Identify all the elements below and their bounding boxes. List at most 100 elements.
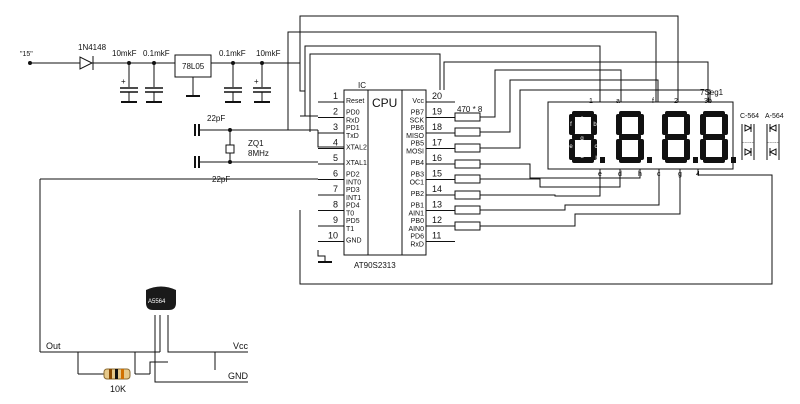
junction-dot xyxy=(228,160,232,164)
segment-letter: e xyxy=(569,144,573,150)
segment xyxy=(619,111,641,117)
resistor xyxy=(454,159,481,169)
pin-label: AIN1 xyxy=(408,211,424,218)
segment xyxy=(703,111,725,117)
led-symbol xyxy=(768,148,777,156)
diode-body xyxy=(79,56,94,70)
seg-wire xyxy=(480,163,641,179)
display-pin-label: 1 xyxy=(589,98,593,105)
xtal2-wire xyxy=(317,130,344,148)
pin-label: PB7 xyxy=(411,110,424,117)
digit1-wire xyxy=(304,45,601,116)
mcu-ref: IC xyxy=(358,81,366,90)
cap-label: 22pF xyxy=(212,175,230,184)
sensor-ref: A5564 xyxy=(148,299,166,305)
digit-0 xyxy=(569,111,605,163)
pd1-wire xyxy=(309,53,441,132)
variant-label: C-564 xyxy=(740,113,759,120)
pin-number: 7 xyxy=(333,184,338,194)
display-pin-label: a xyxy=(616,98,620,105)
segment xyxy=(722,114,728,135)
decimal-point xyxy=(647,157,652,163)
display-pin-label: 3 xyxy=(704,98,708,105)
resistor-band xyxy=(121,369,124,379)
display-pin-label: g xyxy=(678,171,682,178)
pin-label: Reset xyxy=(346,98,364,105)
pin-number: 20 xyxy=(432,91,442,101)
display-pin-label: d xyxy=(618,171,622,178)
vcc-to-ic xyxy=(299,63,305,92)
segment xyxy=(665,157,687,163)
segment-letter: a xyxy=(580,116,584,122)
pin-number: 16 xyxy=(432,153,442,163)
segment xyxy=(569,114,575,135)
segment xyxy=(703,157,725,163)
segment-letter: c xyxy=(595,144,598,150)
segment xyxy=(684,139,690,160)
pin-label: PB6 xyxy=(411,125,424,132)
seg-wire xyxy=(480,79,659,133)
digit2-wire xyxy=(287,31,657,130)
pin-label: PB5 xyxy=(411,141,424,148)
input-label: "15" xyxy=(20,51,33,58)
junction-dot xyxy=(28,61,32,65)
pin-label: PD4 xyxy=(346,203,360,210)
digit-1 xyxy=(616,111,652,163)
led-symbol xyxy=(768,124,777,132)
pin-label: RxD xyxy=(346,118,360,125)
pin-number: 6 xyxy=(333,169,338,179)
display-pin-label: f xyxy=(652,98,654,105)
segment xyxy=(572,111,594,117)
ellipsis: ...... xyxy=(742,138,754,145)
red-wire xyxy=(167,315,248,353)
resistor xyxy=(454,174,481,184)
display-pin-label: e xyxy=(598,171,602,178)
blue-wire xyxy=(154,315,248,383)
pin-label: INT1 xyxy=(346,195,361,202)
mcu-inner xyxy=(367,89,403,256)
regulator-label: 78L05 xyxy=(182,62,205,71)
pin-number: 11 xyxy=(432,231,441,241)
segment xyxy=(572,157,594,163)
resistor xyxy=(454,127,481,137)
pin-label: XTAL1 xyxy=(346,160,367,167)
pin-number: 9 xyxy=(333,215,338,225)
cap-label: 10mkF xyxy=(112,49,137,58)
display-pin-label: 4 xyxy=(696,171,700,178)
pin-label: PB4 xyxy=(411,160,424,167)
mcu-part: AT90S2313 xyxy=(354,261,396,270)
mcu-title: CPU xyxy=(372,96,397,110)
polarity-plus: + xyxy=(254,77,259,86)
pin-label: RxD xyxy=(410,242,424,249)
junction-dot xyxy=(231,61,235,65)
digit-2 xyxy=(662,111,698,163)
crystal-body xyxy=(225,144,235,154)
seg-wire xyxy=(480,89,711,149)
segment xyxy=(662,139,668,160)
decimal-point xyxy=(731,157,736,163)
digit3-wire xyxy=(299,15,679,102)
segment xyxy=(616,139,622,160)
resistor-band xyxy=(109,369,112,379)
pin-number: 4 xyxy=(333,138,338,148)
led-symbol xyxy=(744,124,753,132)
pin-number: 3 xyxy=(333,122,338,132)
pin-label: AIN0 xyxy=(408,226,424,233)
hall-sensor-body xyxy=(146,286,176,310)
pin-number: 17 xyxy=(432,138,442,148)
pin-number: 8 xyxy=(333,200,338,210)
pin-label: OC1 xyxy=(410,180,425,187)
pin-number: 15 xyxy=(432,169,442,179)
cap-label: 0.1mkF xyxy=(143,49,170,58)
pin-number: 19 xyxy=(432,107,442,117)
segment xyxy=(665,134,687,140)
segment xyxy=(591,114,597,135)
seg-wire xyxy=(480,169,621,188)
pin-label: PB1 xyxy=(411,203,424,210)
pin-label: PD0 xyxy=(346,110,360,117)
mcu-gnd xyxy=(317,250,326,262)
out-label: Out xyxy=(46,341,61,351)
pin-label: TxD xyxy=(346,133,359,140)
